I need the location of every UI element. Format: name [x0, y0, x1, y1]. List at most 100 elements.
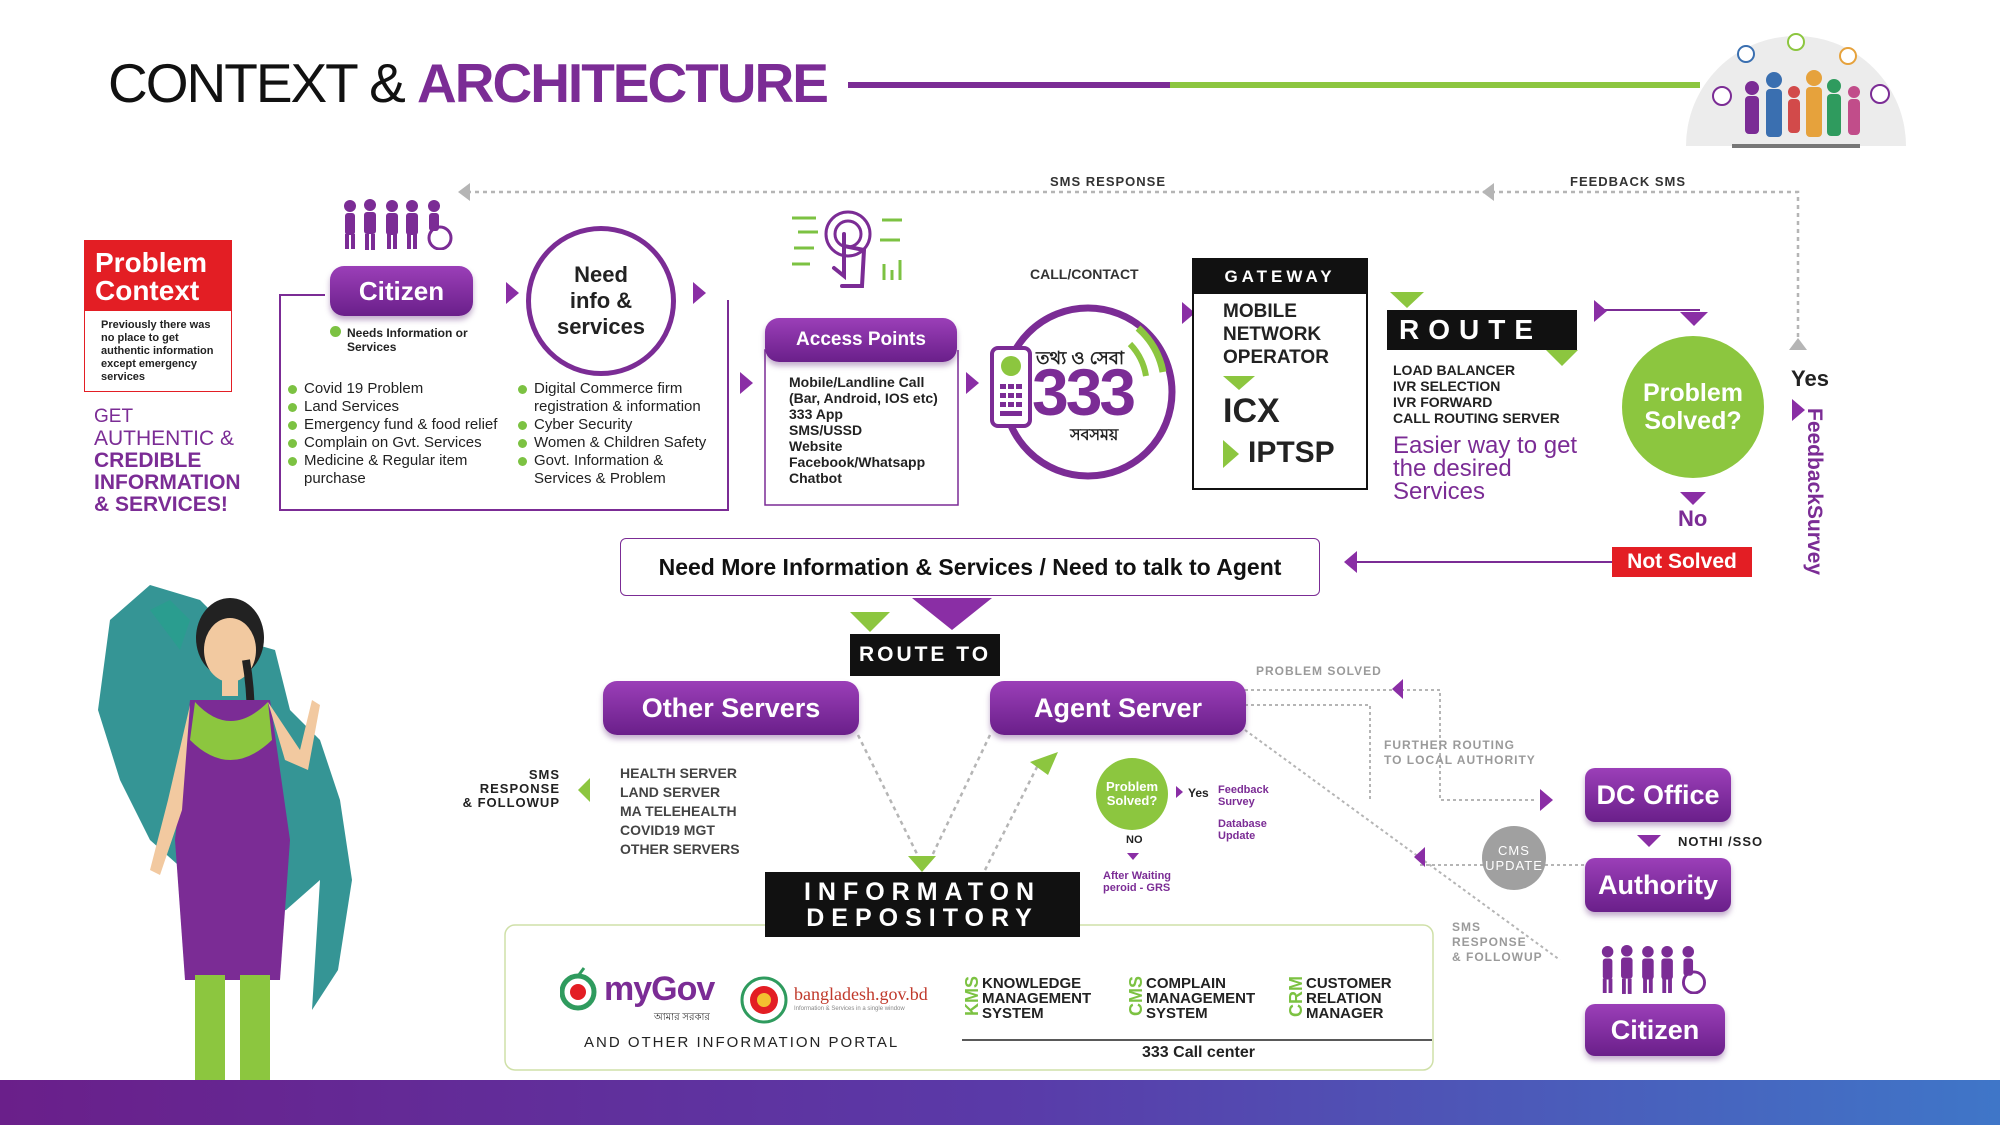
problem-title-line1: Problem	[95, 247, 208, 278]
not-solved-badge: Not Solved	[1612, 547, 1752, 577]
cms-abbr: CMS	[1126, 976, 1146, 1016]
sps-line1: Problem	[1105, 779, 1158, 794]
route-to-label: ROUTE TO	[850, 634, 1000, 676]
arrow-sms-left	[578, 778, 590, 802]
problem-solved-circle: Problem Solved?	[1622, 336, 1764, 478]
title-part-1: CONTEXT &	[108, 52, 418, 114]
citizen-right-pill[interactable]: Citizen	[1585, 1004, 1725, 1056]
problem-solved-gray: PROBLEM SOLVED	[1256, 664, 1382, 678]
need-line3: services	[556, 314, 646, 339]
nothi-label: NOTHI /SSO	[1678, 834, 1764, 849]
arrow-access-333	[966, 372, 979, 394]
cms-line1: CMS	[1498, 843, 1530, 858]
small-problem-solved: Problem Solved?	[1096, 758, 1168, 830]
people-icon-top	[340, 198, 465, 259]
smsr-line1: SMS	[1452, 920, 1482, 934]
ga-line2: AUTHENTIC &	[94, 427, 235, 450]
dc-office-pill[interactable]: DC Office	[1585, 768, 1731, 822]
arrow-up-gray	[1789, 338, 1807, 350]
other-servers-list: HEALTH SERVER LAND SERVER MA TELEHEALTH …	[620, 764, 740, 859]
after-waiting: After Waiting peroid - GRS	[1103, 870, 1171, 894]
agent-server-pill[interactable]: Agent Server	[990, 681, 1246, 735]
access-points-list: Mobile/Landline Call (Bar, Android, IOS …	[789, 374, 949, 486]
server-item: COVID19 MGT	[620, 822, 715, 838]
access-item: 333 App	[789, 406, 843, 422]
fs-line2: Survey	[1803, 504, 1826, 575]
list-item: Covid 19 Problem	[288, 380, 508, 398]
list-item: Digital Commerce firm registration & inf…	[518, 380, 723, 416]
list-item: Land Services	[288, 398, 508, 416]
ps-line2: Solved?	[1644, 407, 1742, 435]
smsl-line3: & FOLLOWUP	[462, 795, 560, 810]
arrow-need-more-purple	[912, 598, 992, 630]
logo-333-top: তথ্য ও সেবা	[1036, 348, 1125, 368]
arrow-citizen-need	[506, 282, 519, 304]
gateway-header: GATEWAY	[1194, 260, 1366, 294]
kms-line1: KNOWLEDGE	[982, 975, 1082, 992]
sms-followup-right: SMS RESPONSE & FOLLOWUP	[1452, 920, 1543, 965]
arrow-need-next	[693, 282, 706, 304]
feedback-sms-label: FEEDBACK SMS	[1570, 174, 1687, 189]
arrow-yes	[1792, 399, 1805, 421]
arrow-problem-solved	[1392, 679, 1403, 699]
crm-line1: CUSTOMER	[1306, 975, 1392, 992]
mno-line2: NETWORK	[1223, 324, 1322, 345]
easier-line3: Services	[1393, 478, 1486, 505]
aw-line1: After Waiting	[1103, 870, 1172, 882]
sps-line2: Solved?	[1106, 793, 1158, 808]
small-feedback: Feedback Survey	[1218, 784, 1269, 808]
bottom-gradient-bar	[0, 1080, 2000, 1125]
other-servers-pill[interactable]: Other Servers	[603, 681, 859, 735]
route-item: LOAD BALANCER	[1393, 362, 1516, 378]
mygov-name: myGov	[604, 970, 715, 1008]
kms-abbr: KMS	[962, 976, 982, 1016]
arrow-from-cms	[1414, 847, 1425, 867]
server-item: OTHER SERVERS	[620, 841, 740, 857]
easier-line2: the desired	[1393, 455, 1512, 482]
access-item: Facebook/Whatsapp	[789, 454, 926, 470]
community-illustration	[1682, 28, 1910, 148]
get-authentic-text: GET AUTHENTIC & CREDIBLE INFORMATION & S…	[94, 406, 241, 516]
small-yes: Yes	[1188, 786, 1209, 800]
route-item: CALL ROUTING SERVER	[1393, 410, 1560, 426]
smsl-line1: SMS	[528, 767, 560, 782]
arrow-list-access	[740, 372, 753, 394]
arrow-small-no	[1127, 853, 1139, 860]
citizen-pill[interactable]: Citizen	[330, 266, 473, 316]
arrow-left-gray-2	[1482, 183, 1494, 201]
arrow-route-decision	[1594, 300, 1607, 322]
problem-context-title: Problem Context	[85, 241, 231, 311]
needs-text: Needs Information or Services	[347, 326, 468, 354]
title-part-2: ARCHITECTURE	[417, 52, 829, 114]
woman-illustration	[90, 580, 370, 1110]
aw-line2: peroid - GRS	[1103, 882, 1171, 894]
bdgov-sub: Information & Services in a single windo…	[794, 1006, 905, 1012]
fr-line1: FURTHER ROUTING	[1384, 738, 1515, 752]
further-routing: FURTHER ROUTING TO LOCAL AUTHORITY	[1384, 738, 1536, 768]
arrow-decision-top	[1680, 312, 1708, 326]
cms-sys-line3: SYSTEM	[1146, 1005, 1208, 1022]
server-item: MA TELEHEALTH	[620, 803, 737, 819]
iptsp-arrow	[1223, 440, 1239, 468]
sf-line1: Feedback	[1218, 784, 1269, 796]
mygov-sub: আমার সরকার	[654, 1012, 710, 1023]
crm-abbr: CRM	[1286, 976, 1306, 1017]
route-arrow-top	[1390, 292, 1424, 308]
access-item: Mobile/Landline Call (Bar, Android, IOS …	[789, 374, 938, 406]
cms-sys-line1: COMPLAIN	[1146, 975, 1226, 992]
list-item: Medicine & Regular item purchase	[288, 452, 508, 488]
dep-line2: DEPOSITORY	[806, 903, 1039, 932]
problem-title-line2: Context	[95, 275, 200, 306]
citizen-bracket	[279, 294, 729, 511]
smsr-line2: RESPONSE	[1452, 935, 1527, 949]
access-item: SMS/USSD	[789, 422, 863, 438]
service-list-left: Covid 19 Problem Land Services Emergency…	[288, 380, 508, 488]
access-item: Website	[789, 438, 843, 454]
arrow-nothi	[1637, 835, 1661, 847]
authority-pill[interactable]: Authority	[1585, 858, 1731, 912]
need-more-bar: Need More Information & Services / Need …	[620, 538, 1320, 596]
ga-line4: INFORMATION	[94, 471, 241, 494]
access-points-pill[interactable]: Access Points	[765, 318, 957, 362]
list-item: Cyber Security	[518, 416, 723, 434]
